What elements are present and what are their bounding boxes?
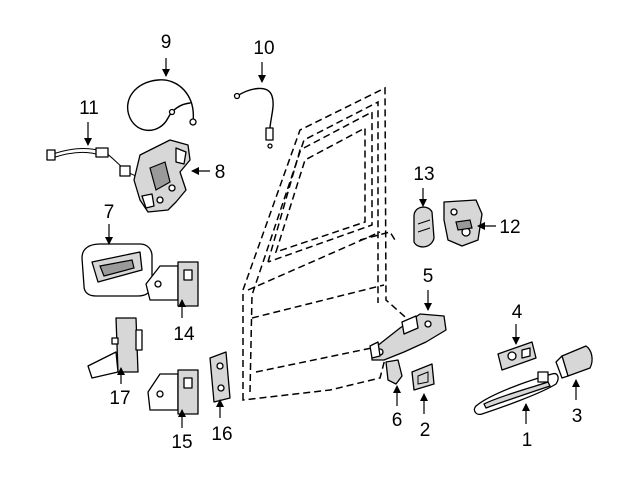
part-3-end-cap <box>555 345 593 379</box>
callout-11: 11 <box>79 98 99 119</box>
leader-lines <box>84 58 580 428</box>
part-13-pad <box>413 206 435 248</box>
part-15-lower-hinge <box>147 369 199 415</box>
callout-1: 1 <box>522 430 533 451</box>
callout-7: 7 <box>104 202 115 223</box>
part-2-gasket <box>411 363 435 391</box>
part-10-cable <box>233 87 274 149</box>
part-6-clip <box>385 359 403 385</box>
callout-6: 6 <box>392 410 403 431</box>
part-9-cable <box>126 79 197 132</box>
part-12-striker <box>443 199 483 247</box>
part-7-inner-handle <box>81 243 153 297</box>
part-17-check-strap <box>87 317 143 379</box>
callout-17: 17 <box>109 388 130 409</box>
callout-12: 12 <box>499 217 520 238</box>
part-4-gasket <box>497 341 537 371</box>
callout-9: 9 <box>161 32 172 53</box>
part-16-striker-plate <box>209 351 231 403</box>
callout-5: 5 <box>423 266 434 287</box>
part-1-exterior-handle <box>473 371 559 416</box>
part-5-handle-bracket <box>369 313 447 361</box>
callout-16: 16 <box>211 424 232 445</box>
callout-2: 2 <box>420 420 431 441</box>
callout-labels: 9 10 11 8 7 14 17 15 16 13 12 5 6 2 4 1 … <box>79 32 582 453</box>
part-11-wiring <box>46 147 147 178</box>
callout-13: 13 <box>413 164 434 185</box>
callout-4: 4 <box>512 302 523 323</box>
callout-15: 15 <box>171 432 192 453</box>
callout-3: 3 <box>572 406 583 427</box>
callout-14: 14 <box>173 324 195 345</box>
callout-8: 8 <box>215 162 226 183</box>
part-14-upper-hinge <box>145 261 199 307</box>
callout-10: 10 <box>253 38 274 59</box>
part-8-lock-actuator <box>133 139 191 213</box>
